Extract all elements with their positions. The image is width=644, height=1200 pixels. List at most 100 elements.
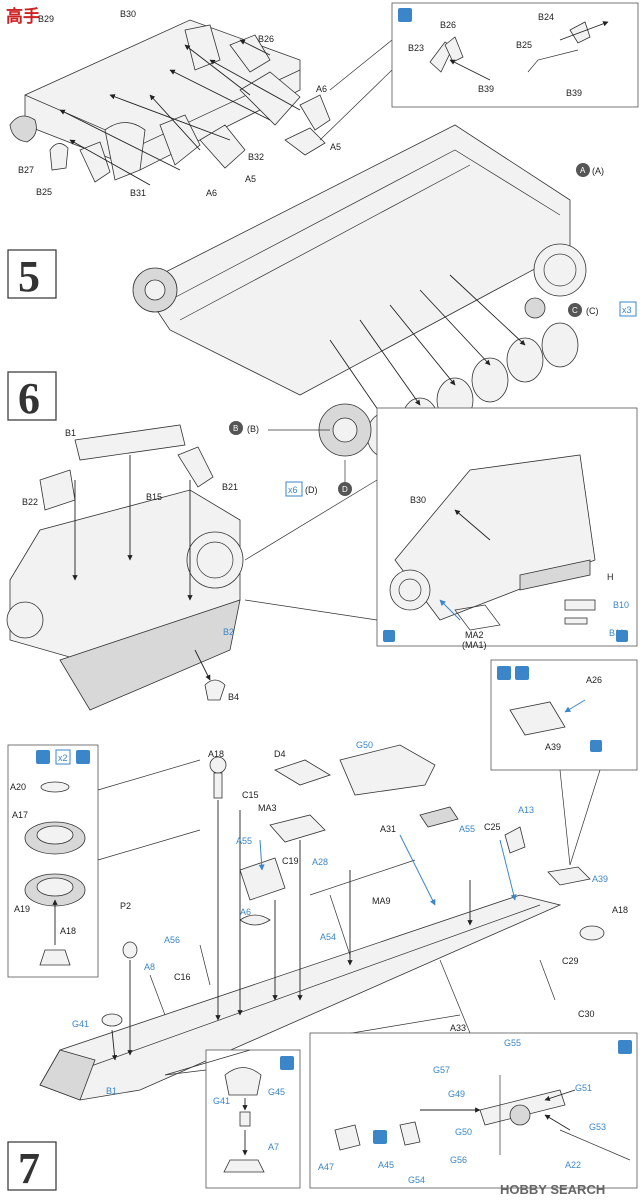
svg-text:G54: G54 xyxy=(408,1175,425,1185)
svg-text:B10: B10 xyxy=(613,600,629,610)
svg-text:B: B xyxy=(233,424,238,433)
label-a6: A6 xyxy=(316,84,327,94)
step-7-number: 7 xyxy=(18,1144,40,1193)
svg-text:H: H xyxy=(607,572,614,582)
svg-text:B15: B15 xyxy=(146,492,162,502)
svg-text:A26: A26 xyxy=(586,675,602,685)
svg-text:A39: A39 xyxy=(545,742,561,752)
svg-text:G50: G50 xyxy=(356,740,373,750)
step-6-number: 6 xyxy=(18,374,40,423)
svg-text:A47: A47 xyxy=(318,1162,334,1172)
svg-text:C25: C25 xyxy=(484,822,501,832)
label-b25: B25 xyxy=(36,187,52,197)
svg-text:B21: B21 xyxy=(222,482,238,492)
label-b26: B26 xyxy=(258,34,274,44)
label-b30: B30 xyxy=(120,9,136,19)
svg-text:A20: A20 xyxy=(10,782,26,792)
svg-text:A33: A33 xyxy=(450,1023,466,1033)
svg-text:A31: A31 xyxy=(380,824,396,834)
svg-text:A55: A55 xyxy=(236,836,252,846)
svg-text:A6: A6 xyxy=(240,907,251,917)
svg-text:B1: B1 xyxy=(65,428,76,438)
label-a6-lower: A6 xyxy=(206,188,217,198)
callout-step6-detail: B30 H B10 B11 MA2 (MA1) xyxy=(244,407,638,650)
svg-text:G49: G49 xyxy=(448,1089,465,1099)
svg-text:x6: x6 xyxy=(288,485,298,495)
svg-text:G41: G41 xyxy=(72,1019,89,1029)
svg-text:MA9: MA9 xyxy=(372,896,391,906)
step6-labels: B1 B22 B15 B21 B2 B4 xyxy=(22,428,239,702)
step7-fender xyxy=(39,744,605,1101)
svg-text:C19: C19 xyxy=(282,856,299,866)
svg-text:x2: x2 xyxy=(58,753,68,763)
step4-labels: B29 B30 B26 A6 A5 B32 A5 B27 B25 B31 A6 xyxy=(18,9,341,198)
svg-text:B4: B4 xyxy=(228,692,239,702)
svg-text:A19: A19 xyxy=(14,904,30,914)
callout-horn: G41 G45 A7 xyxy=(164,1049,301,1189)
svg-text:A17: A17 xyxy=(12,810,28,820)
svg-text:G56: G56 xyxy=(450,1155,467,1165)
callout-label-b24: B24 xyxy=(538,12,554,22)
step-5-number: 5 xyxy=(18,252,40,301)
callout-label-b26: B26 xyxy=(440,20,456,30)
svg-text:G50: G50 xyxy=(455,1127,472,1137)
svg-text:C: C xyxy=(572,306,578,315)
svg-text:C15: C15 xyxy=(242,790,259,800)
step7-labels: A18 D4 C15 MA3 A55 C19 A28 G50 A31 A55 C… xyxy=(72,740,628,1096)
svg-text:B1: B1 xyxy=(106,1086,117,1096)
callout-spare-wheels: x2 A20 A17 A19 A18 xyxy=(7,744,201,978)
svg-text:G51: G51 xyxy=(575,1083,592,1093)
svg-text:D: D xyxy=(342,485,348,494)
svg-text:C29: C29 xyxy=(562,956,579,966)
svg-text:B22: B22 xyxy=(22,497,38,507)
svg-text:MA2: MA2 xyxy=(465,630,484,640)
step5-wheel-legends: A (A) C (C) x3 B (B) x6 (D) D xyxy=(229,163,637,497)
watermark-top: 高手 xyxy=(2,2,72,42)
svg-text:D4: D4 xyxy=(274,749,286,759)
label-b27: B27 xyxy=(18,165,34,175)
svg-text:A: A xyxy=(580,166,586,175)
svg-text:P2: P2 xyxy=(120,901,131,911)
svg-text:x3: x3 xyxy=(622,305,632,315)
svg-text:A55: A55 xyxy=(459,824,475,834)
svg-text:B2: B2 xyxy=(223,627,234,637)
callout-label-b25: B25 xyxy=(516,40,532,50)
watermark-bottom: HOBBY SEARCH xyxy=(500,1182,605,1197)
svg-text:B11: B11 xyxy=(609,628,624,638)
svg-text:(MA1): (MA1) xyxy=(462,640,487,650)
svg-text:C30: C30 xyxy=(578,1009,595,1019)
svg-text:A18: A18 xyxy=(612,905,628,915)
svg-text:G55: G55 xyxy=(504,1038,521,1048)
callout-jack: G55 G57 G49 G51 G50 G53 A47 A45 G54 G56 … xyxy=(309,959,638,1189)
label-b32: B32 xyxy=(248,152,264,162)
callout-label-b39b: B39 xyxy=(566,88,582,98)
step5-hull xyxy=(132,124,587,458)
label-b29: B29 xyxy=(38,14,54,24)
callout-a39: A26 A39 A39 xyxy=(490,659,638,886)
svg-text:C16: C16 xyxy=(174,972,191,982)
svg-text:A28: A28 xyxy=(312,857,328,867)
label-a5: A5 xyxy=(330,142,341,152)
svg-text:HOBBY SEARCH: HOBBY SEARCH xyxy=(500,1182,605,1197)
callout-rear-detail: B26 B23 B39 B24 B25 B39 xyxy=(319,2,639,141)
svg-text:A54: A54 xyxy=(320,932,336,942)
step6-number-box: 6 xyxy=(7,371,57,423)
svg-text:G45: G45 xyxy=(268,1087,285,1097)
svg-text:G57: G57 xyxy=(433,1065,450,1075)
svg-text:A45: A45 xyxy=(378,1160,394,1170)
svg-text:B30: B30 xyxy=(410,495,426,505)
step4-rear-assembly xyxy=(9,19,331,186)
svg-text:A7: A7 xyxy=(268,1142,279,1152)
label-a5-lower: A5 xyxy=(245,174,256,184)
svg-text:A18: A18 xyxy=(208,749,224,759)
svg-text:高手: 高手 xyxy=(6,6,40,26)
svg-text:(B): (B) xyxy=(247,424,259,434)
svg-text:A13: A13 xyxy=(518,805,534,815)
svg-text:(A): (A) xyxy=(592,166,604,176)
svg-text:A18: A18 xyxy=(60,926,76,936)
svg-text:MA3: MA3 xyxy=(258,803,277,813)
callout-label-b39: B39 xyxy=(478,84,494,94)
svg-text:G41: G41 xyxy=(213,1096,230,1106)
